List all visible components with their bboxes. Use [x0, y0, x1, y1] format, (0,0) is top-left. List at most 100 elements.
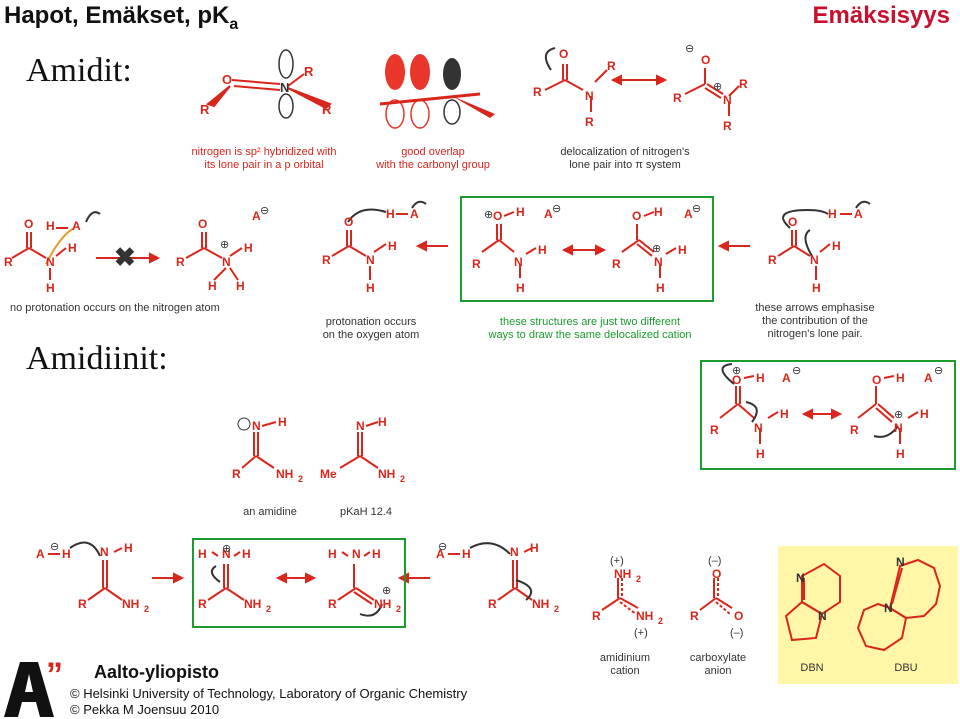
svg-text:N: N	[356, 419, 365, 433]
svg-text:N: N	[654, 255, 663, 269]
svg-text:H: H	[46, 219, 55, 233]
svg-text:R: R	[850, 423, 859, 437]
svg-text:⊖: ⊖	[934, 365, 943, 377]
svg-text:NH: NH	[614, 567, 631, 581]
svg-text:H: H	[828, 207, 837, 221]
svg-text:R: R	[176, 255, 185, 269]
svg-text:N: N	[46, 255, 55, 269]
svg-text:R: R	[198, 597, 207, 611]
svg-text:⊖: ⊖	[792, 365, 801, 377]
svg-text:N: N	[510, 545, 519, 559]
svg-text:H: H	[516, 281, 525, 295]
svg-text:R: R	[612, 257, 621, 271]
svg-text:⊖: ⊖	[692, 203, 701, 215]
svg-text:R: R	[607, 59, 616, 73]
svg-text:NH: NH	[378, 467, 395, 481]
svg-text:N: N	[222, 255, 231, 269]
svg-text:”: ”	[46, 660, 63, 694]
svg-text:O: O	[493, 209, 502, 223]
svg-text:H: H	[68, 241, 77, 255]
svg-text:2: 2	[298, 474, 303, 484]
svg-text:N: N	[796, 571, 805, 585]
amide-resonance-figure: O R N R R ⊖ O R N ⊕ R R	[533, 43, 748, 133]
svg-text:O: O	[732, 373, 741, 387]
label-dbn: DBN	[800, 662, 824, 674]
svg-text:R: R	[710, 423, 719, 437]
svg-text:N: N	[585, 89, 594, 103]
amide-hybridization-figure: O R N R R	[200, 49, 495, 129]
svg-text:H: H	[236, 279, 245, 293]
svg-text:(+): (+)	[634, 627, 648, 639]
svg-text:H: H	[780, 407, 789, 421]
amidinium-resonance-box	[192, 538, 406, 628]
svg-text:R: R	[304, 64, 314, 79]
svg-text:R: R	[232, 467, 241, 481]
svg-text:H: H	[678, 243, 687, 257]
svg-text:H: H	[654, 205, 663, 219]
svg-text:R: R	[673, 91, 682, 105]
svg-text:O: O	[344, 215, 353, 229]
svg-text:N: N	[754, 421, 763, 435]
svg-text:H: H	[538, 243, 547, 257]
svg-text:N: N	[252, 419, 261, 433]
svg-text:⊕: ⊕	[382, 585, 391, 597]
svg-text:H: H	[366, 281, 375, 295]
svg-text:N: N	[896, 555, 905, 569]
svg-text:N: N	[366, 253, 375, 267]
svg-text:H: H	[242, 547, 251, 561]
svg-text:A: A	[924, 371, 933, 385]
svg-text:A: A	[684, 207, 693, 221]
svg-text:⊕: ⊕	[732, 365, 741, 377]
svg-text:⊖: ⊖	[685, 43, 694, 55]
svg-text:2: 2	[400, 474, 405, 484]
svg-text:NH: NH	[244, 597, 261, 611]
svg-text:H: H	[386, 207, 395, 221]
svg-text:N: N	[222, 547, 231, 561]
svg-text:H: H	[656, 281, 665, 295]
svg-text:⊖: ⊖	[50, 541, 59, 553]
svg-text:O: O	[632, 209, 641, 223]
svg-text:O: O	[559, 47, 568, 61]
svg-text:H: H	[46, 281, 55, 295]
svg-text:H: H	[244, 241, 253, 255]
slide-title: Hapot, Emäkset, pKa	[4, 2, 239, 33]
svg-text:H: H	[208, 279, 217, 293]
svg-text:A: A	[36, 547, 45, 561]
svg-text:R: R	[739, 77, 748, 91]
svg-text:R: R	[328, 597, 337, 611]
svg-text:(–): (–)	[730, 627, 743, 639]
svg-text:N: N	[818, 609, 827, 623]
svg-text:⊕: ⊕	[484, 209, 493, 221]
svg-text:H: H	[328, 547, 337, 561]
svg-text:H: H	[832, 239, 841, 253]
svg-text:⊖: ⊖	[260, 205, 269, 217]
svg-text:N: N	[100, 545, 109, 559]
svg-text:2: 2	[554, 604, 559, 614]
aalto-logo: ”	[4, 660, 63, 717]
svg-text:R: R	[322, 253, 331, 267]
svg-text:Me: Me	[320, 467, 337, 481]
svg-text:2: 2	[266, 604, 271, 614]
svg-text:H: H	[756, 371, 765, 385]
svg-text:H: H	[388, 239, 397, 253]
svg-text:2: 2	[144, 604, 149, 614]
svg-text:H: H	[372, 547, 381, 561]
svg-text:A: A	[410, 207, 419, 221]
svg-text:R: R	[472, 257, 481, 271]
label-dbu: DBU	[894, 662, 918, 674]
svg-text:N: N	[723, 93, 732, 107]
svg-text:A: A	[782, 371, 791, 385]
svg-text:N: N	[810, 253, 819, 267]
svg-text:H: H	[530, 541, 539, 555]
svg-text:NH: NH	[374, 597, 391, 611]
